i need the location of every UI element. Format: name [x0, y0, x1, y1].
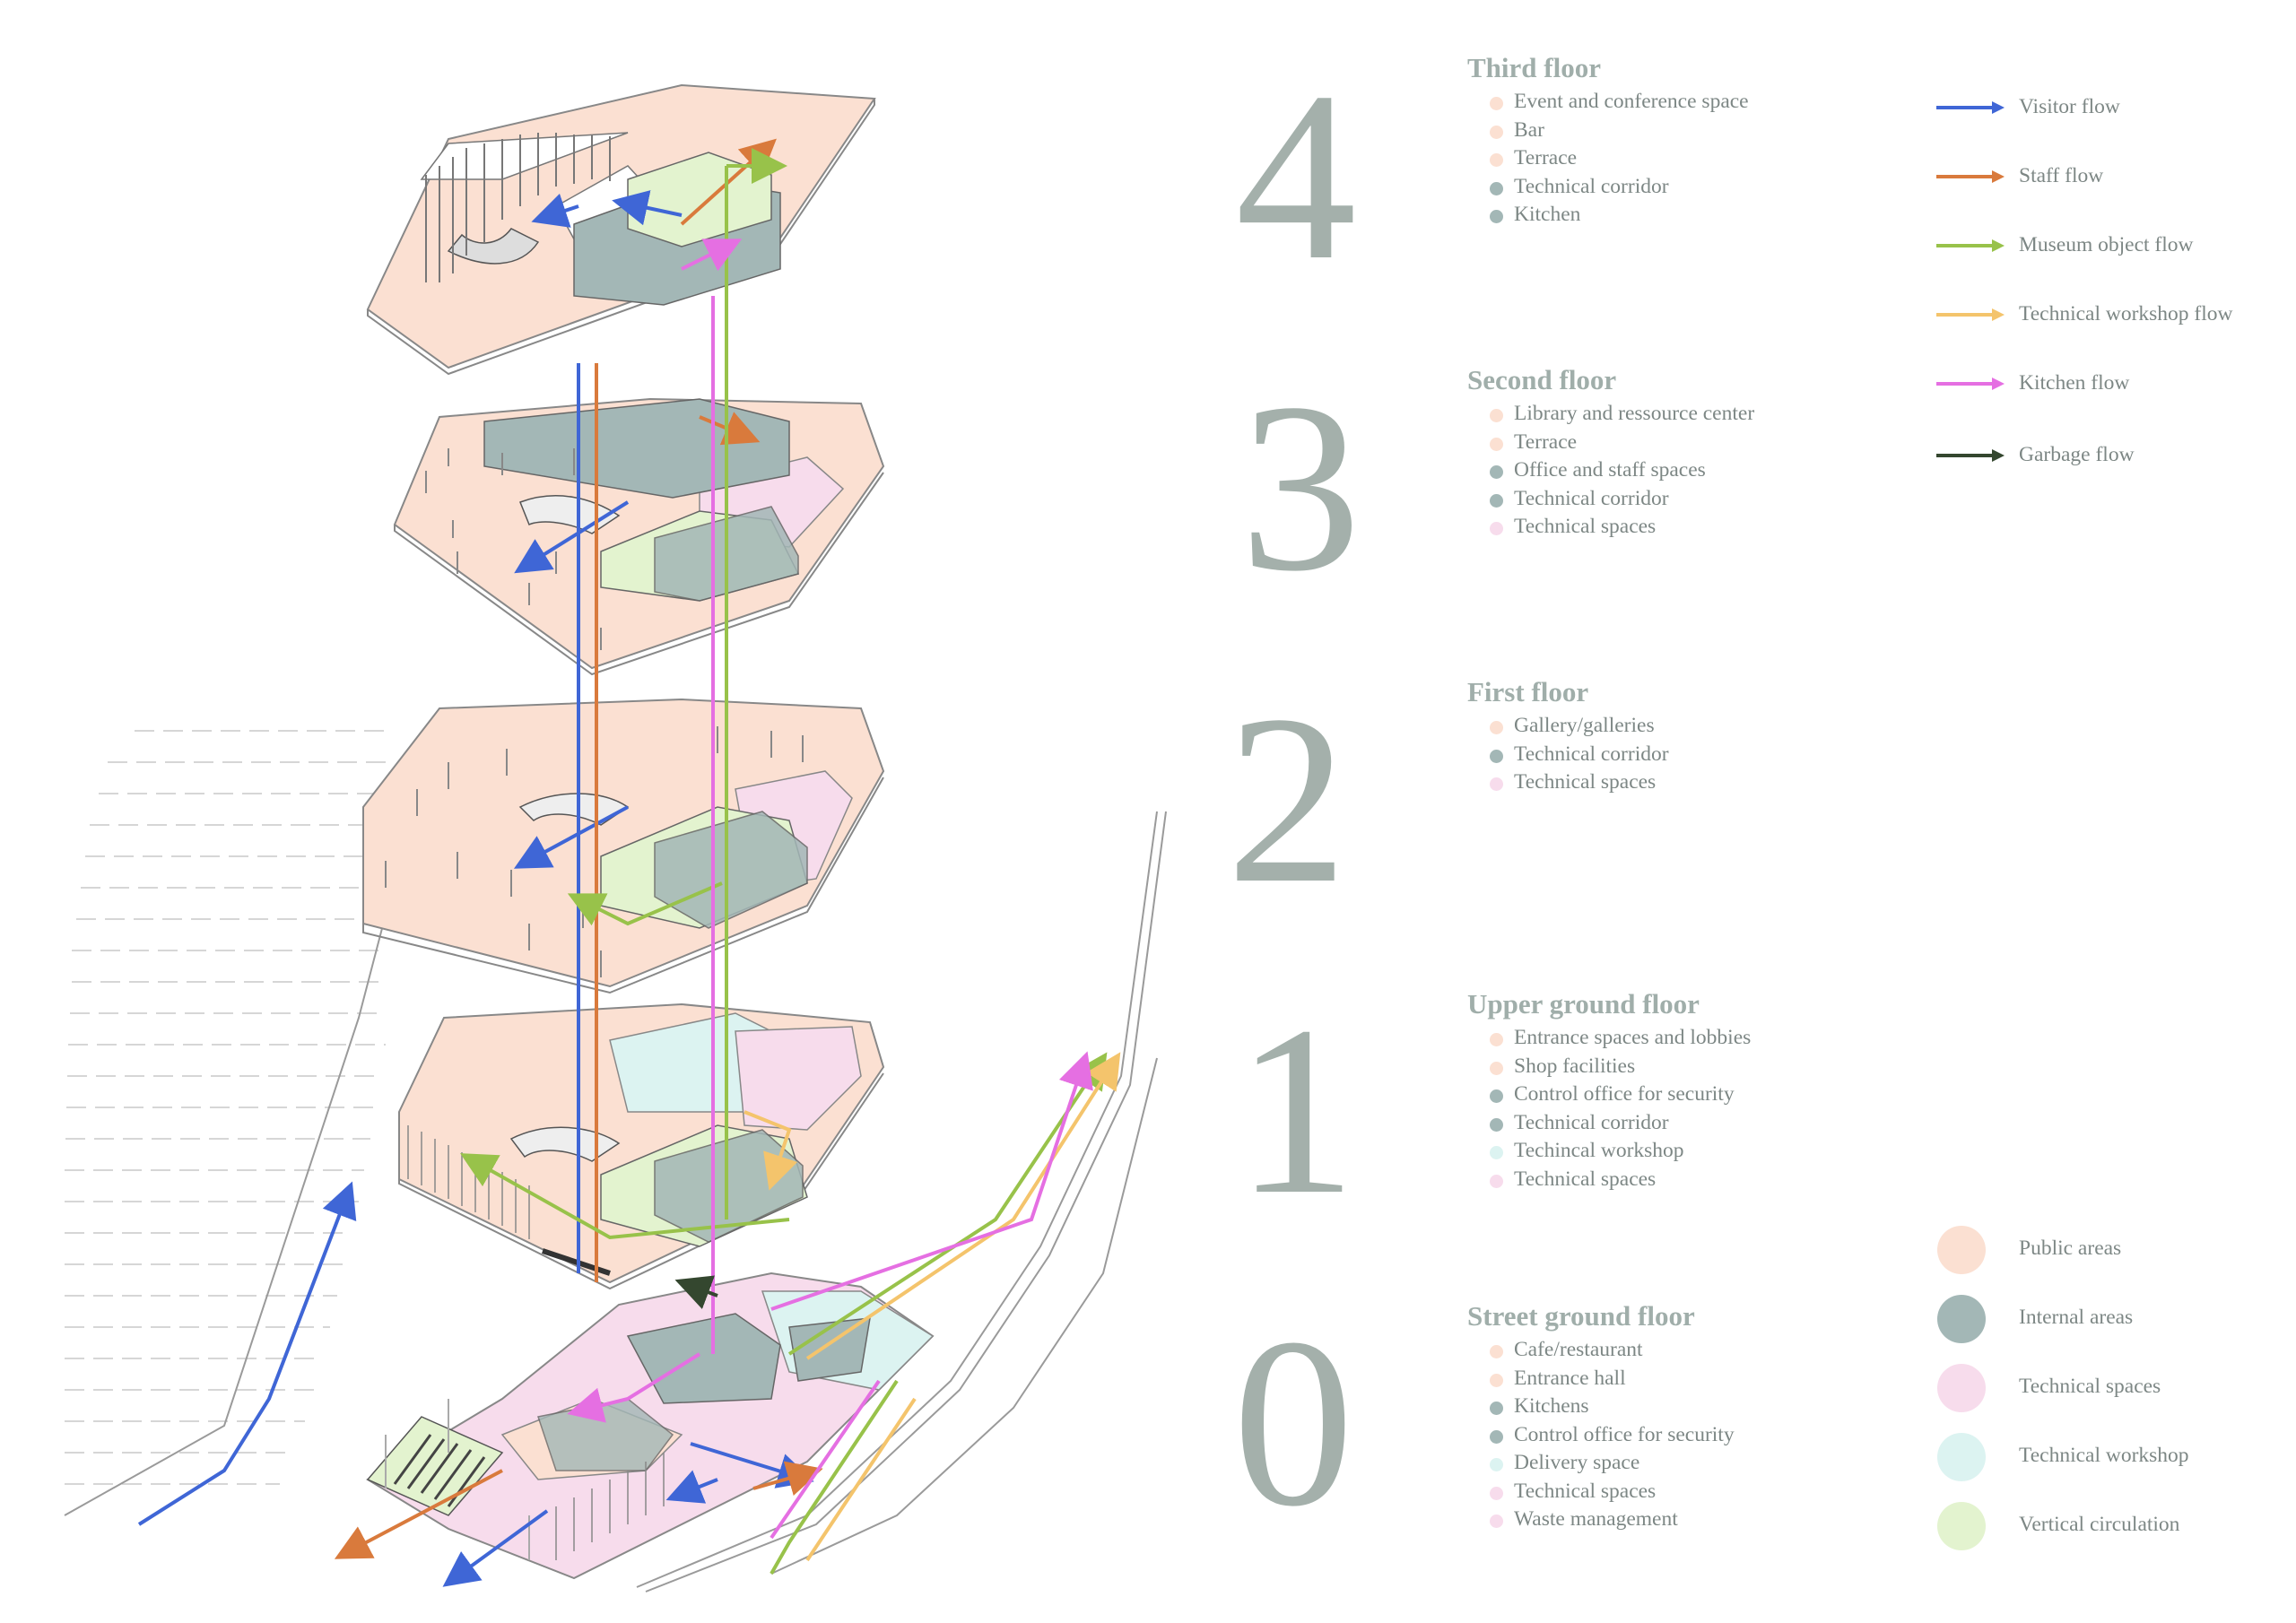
level-number-0: 0 — [1232, 1289, 1354, 1557]
staff-flow-arrow-icon — [1936, 170, 2005, 183]
public-dot — [1490, 153, 1503, 167]
floor-plate-level-2 — [362, 698, 885, 994]
internal-dot — [1490, 1089, 1503, 1103]
kitchen-flow-arrow-icon — [1936, 378, 2005, 390]
visitor-flow-arrow-icon — [1936, 101, 2005, 114]
list-item: Entrance hall — [1490, 1365, 1735, 1393]
list-item: Technical spaces — [1490, 513, 1754, 542]
list-item: Gallery/galleries — [1490, 712, 1669, 741]
list-item: Kitchens — [1490, 1393, 1735, 1421]
garbage-flow-arrow-icon — [1936, 449, 2005, 462]
public-dot — [1490, 1033, 1503, 1046]
floor-upper-ground: Upper ground floor Entrance spaces and l… — [1467, 988, 1751, 1193]
list-item: Office and staff spaces — [1490, 456, 1754, 485]
internal-dot — [1490, 1429, 1503, 1444]
public-dot — [1490, 437, 1503, 451]
vertical-swatch — [1937, 1502, 1986, 1550]
list-item: Control office for security — [1490, 1421, 1735, 1450]
internal-dot — [1490, 1402, 1503, 1415]
level-number-4: 4 — [1235, 42, 1357, 310]
list-item: Technical spaces — [1490, 1166, 1751, 1194]
workshop-dot — [1490, 1146, 1503, 1159]
technical-dot — [1490, 777, 1503, 791]
list-item: Delivery space — [1490, 1449, 1735, 1478]
floor-title: Street ground floor — [1467, 1300, 1695, 1332]
list-item: Techincal workshop — [1490, 1137, 1751, 1166]
public-dot — [1490, 125, 1503, 139]
technical-swatch — [1937, 1364, 1986, 1412]
list-item: Shop facilities — [1490, 1053, 1751, 1081]
public-dot — [1490, 1061, 1503, 1075]
floor-plate-level-3 — [393, 397, 885, 676]
floor-title: Third floor — [1467, 52, 1601, 83]
list-item: Technical spaces — [1490, 768, 1669, 797]
internal-dot — [1490, 210, 1503, 223]
list-item: Terrace — [1490, 429, 1754, 457]
technical-dot — [1490, 1515, 1503, 1528]
floor-items: Cafe/restaurant Entrance hall Kitchens C… — [1467, 1336, 1735, 1534]
water-hatch — [65, 730, 386, 1485]
list-item: Technical corridor — [1490, 741, 1669, 769]
list-item: Technical corridor — [1490, 1109, 1751, 1138]
list-item: Library and ressource center — [1490, 400, 1754, 429]
list-item: Entrance spaces and lobbies — [1490, 1024, 1751, 1053]
internal-dot — [1490, 1117, 1503, 1132]
technical-dot — [1490, 1486, 1503, 1500]
internal-dot — [1490, 465, 1503, 479]
floor-plate-level-4 — [366, 83, 876, 376]
list-item: Bar — [1490, 117, 1749, 145]
list-item: Waste management — [1490, 1506, 1735, 1534]
floor-items: Library and ressource center Terrace Off… — [1467, 400, 1754, 542]
floor-plate-level-0 — [366, 1271, 935, 1580]
floor-title: First floor — [1467, 676, 1589, 707]
floor-items: Entrance spaces and lobbies Shop facilit… — [1467, 1024, 1751, 1193]
internal-dot — [1490, 749, 1503, 763]
floor-second: Second floor Library and ressource cente… — [1467, 364, 1754, 542]
list-item: Cafe/restaurant — [1490, 1336, 1735, 1365]
floor-first: First floor Gallery/galleries Technical … — [1467, 676, 1669, 797]
workshop-flow-arrow-icon — [1936, 308, 2005, 321]
public-dot — [1490, 721, 1503, 734]
floor-plate-level-1 — [398, 1002, 885, 1290]
list-item: Control office for security — [1490, 1081, 1751, 1109]
floor-title: Upper ground floor — [1467, 988, 1700, 1020]
list-item: Technical corridor — [1490, 173, 1749, 202]
public-dot — [1490, 97, 1503, 110]
internal-dot — [1490, 181, 1503, 195]
internal-swatch — [1937, 1295, 1986, 1343]
list-item: Kitchen — [1490, 201, 1749, 230]
floor-items: Event and conference space Bar Terrace T… — [1467, 88, 1749, 230]
public-swatch — [1937, 1226, 1986, 1274]
floor-third: Third floor Event and conference space B… — [1467, 52, 1749, 230]
public-dot — [1490, 409, 1503, 422]
workshop-dot — [1490, 1458, 1503, 1471]
public-dot — [1490, 1373, 1503, 1387]
floor-title: Second floor — [1467, 364, 1617, 395]
floor-street-ground: Street ground floor Cafe/restaurant Entr… — [1467, 1300, 1735, 1534]
museum-flow-arrow-icon — [1936, 239, 2005, 252]
level-number-2: 2 — [1226, 665, 1348, 933]
technical-dot — [1490, 1174, 1503, 1188]
workshop-swatch — [1937, 1433, 1986, 1481]
internal-dot — [1490, 493, 1503, 508]
list-item: Terrace — [1490, 144, 1749, 173]
technical-dot — [1490, 522, 1503, 535]
public-dot — [1490, 1345, 1503, 1358]
list-item: Technical corridor — [1490, 485, 1754, 514]
list-item: Technical spaces — [1490, 1478, 1735, 1506]
flow-arrows — [137, 138, 1121, 1587]
level-number-3: 3 — [1239, 353, 1361, 621]
level-number-1: 1 — [1235, 976, 1357, 1245]
list-item: Event and conference space — [1490, 88, 1749, 117]
floor-items: Gallery/galleries Technical corridor Tec… — [1467, 712, 1669, 797]
